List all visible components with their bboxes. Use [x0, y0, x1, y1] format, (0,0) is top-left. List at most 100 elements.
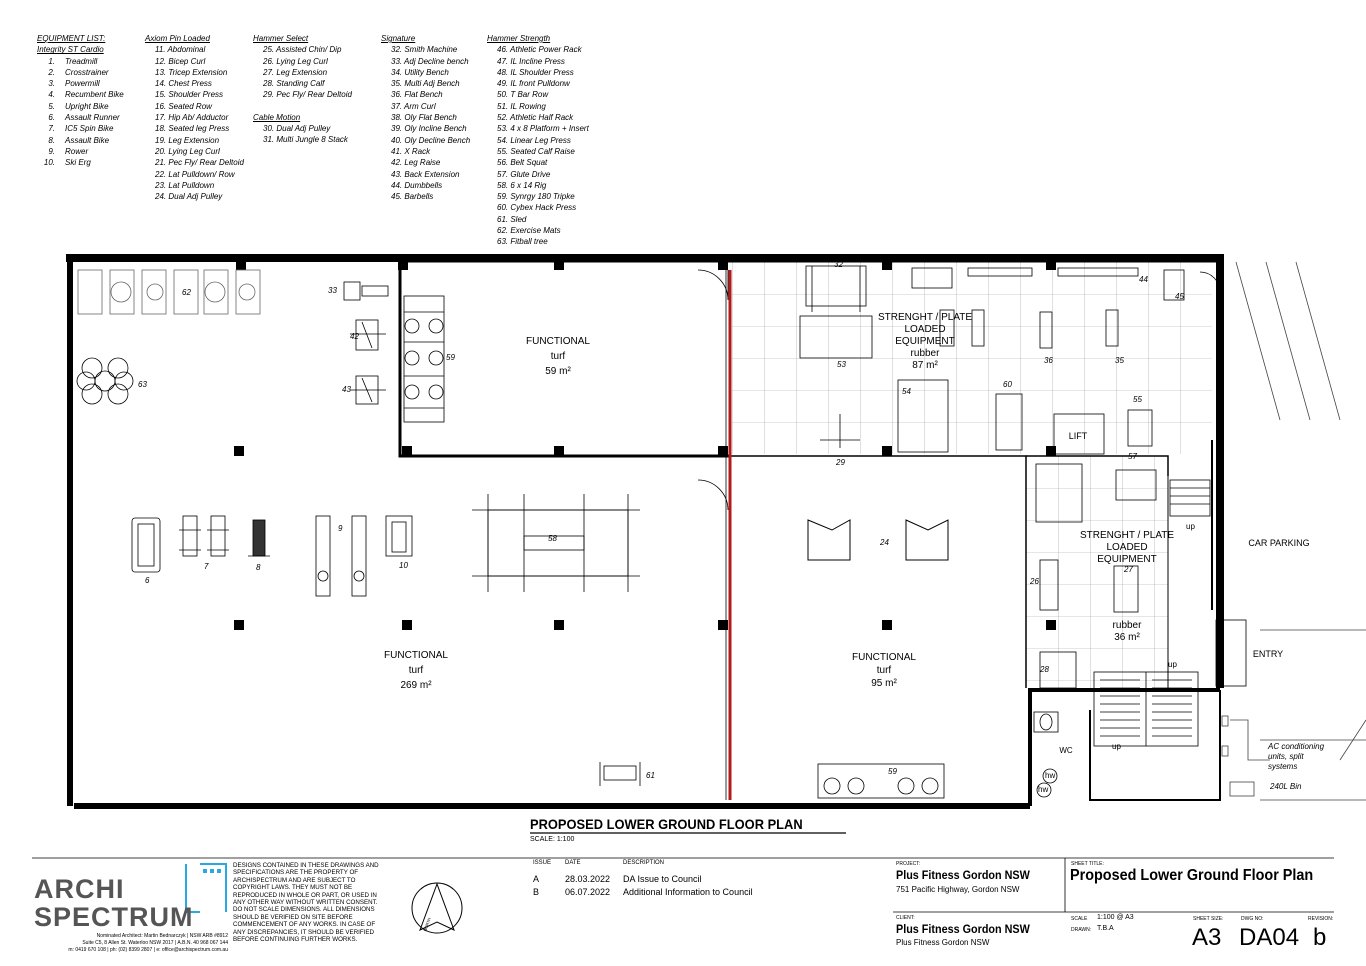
- equipment-list-item: 2.Crosstrainer: [37, 67, 124, 78]
- dwg-number: DA04: [1239, 924, 1300, 951]
- equipment-list-item: 54. Linear Leg Press: [497, 135, 571, 145]
- equipment-list-item: 10.Ski Erg: [37, 157, 124, 168]
- equipment-tag: 29: [836, 458, 845, 467]
- equipment-list-item: 4.Recumbent Bike: [37, 89, 123, 100]
- scale-label: SCALE: [1071, 916, 1088, 922]
- architect-contact: m: 0419 670 108 | ph: (02) 8399 2807 | e…: [68, 947, 228, 953]
- equipment-list-item: 40. Oly Decline Bench: [391, 135, 471, 145]
- equipment-tag: 61: [646, 771, 655, 780]
- equipment-list-item: 33. Adj Decline bench: [391, 56, 469, 66]
- equipment-list-item: 42. Leg Raise: [391, 158, 441, 168]
- equipment-tag: 32: [834, 260, 843, 269]
- strength-equipment-top: [799, 265, 1185, 455]
- equipment-list-item: 31. Multi Jungle 8 Stack: [263, 135, 348, 145]
- hw-label: hw: [1045, 771, 1056, 780]
- issue-description: DA Issue to Council: [623, 874, 702, 884]
- equipment-tag: 62: [182, 288, 191, 297]
- zone-name: EQUIPMENT: [1097, 554, 1157, 565]
- equipment-number: 6.: [48, 113, 55, 123]
- equipment-list-item: 11. Abdominal: [155, 45, 206, 55]
- ac-note-line: AC conditioning: [1268, 742, 1325, 751]
- equipment-number: 9.: [48, 146, 55, 156]
- zone-area: 87 m²: [912, 360, 938, 371]
- equipment-number: 4.: [48, 90, 55, 100]
- zone-strength-top: STRENGHT / PLATE LOADED EQUIPMENT rubber…: [870, 312, 980, 372]
- equipment-list-item: 50. T Bar Row: [497, 90, 549, 100]
- equipment-tag: 54: [902, 387, 911, 396]
- equipment-list-item: 22. Lat Pulldown/ Row: [155, 169, 235, 179]
- equipment-list-item: 21. Pec Fly/ Rear Deltoid: [155, 158, 244, 168]
- fitball-tree: [76, 357, 134, 405]
- architect-info: Nominated Architect: Martin Bednarczyk |…: [34, 933, 228, 954]
- equipment-tag: 7: [204, 562, 209, 571]
- zone-name: STRENGHT / PLATE: [877, 312, 973, 323]
- project-label: PROJECT:: [896, 861, 921, 867]
- equipment-list-item: 20. Lying Leg Curl: [155, 146, 220, 156]
- zone-name: FUNCTIONAL: [852, 652, 916, 663]
- equipment-list-item: 27. Leg Extension: [263, 67, 328, 77]
- description-col-header: DESCRIPTION: [623, 860, 665, 866]
- equipment-tag: 58: [548, 534, 557, 543]
- sheet-title: Proposed Lower Ground Floor Plan: [1070, 867, 1314, 884]
- zone-name: EQUIPMENT: [895, 336, 955, 347]
- zone-strength-right: STRENGHT / PLATE LOADED EQUIPMENT rubber…: [1072, 530, 1182, 644]
- equipment-list-item: 55. Seated Calf Raise: [497, 146, 575, 156]
- doors: [697, 269, 1221, 511]
- equipment-list-item: 19. Leg Extension: [155, 135, 220, 145]
- equipment-list-item: 23. Lat Pulldown: [155, 180, 215, 190]
- equipment-list-item: 46. Athletic Power Rack: [497, 45, 582, 55]
- equipment-tag: 6: [145, 576, 150, 585]
- equipment-list-item: 29. Pec Fly/ Rear Deltoid: [263, 90, 352, 100]
- drawn-value: T.B.A: [1097, 925, 1114, 932]
- equipment-list-item: 8.Assault Bike: [37, 135, 124, 146]
- equipment-list-item: 56. Belt Squat: [497, 158, 548, 168]
- equipment-list-item: 35. Multi Adj Bench: [391, 79, 460, 89]
- archispectrum-logo: [185, 863, 227, 913]
- project-name: Plus Fitness Gordon NSW: [896, 868, 1030, 882]
- equipment-number: 7.: [48, 124, 55, 134]
- equipment-tag: 24: [880, 538, 889, 547]
- equipment-list-item: 49. IL front Pulldonw: [497, 79, 570, 89]
- equipment-number: 8.: [48, 135, 55, 145]
- stairs: [1093, 619, 1247, 747]
- equipment-list-cardio: EQUIPMENT LIST: Integrity ST Cardio 1.Tr…: [37, 33, 124, 169]
- benches-left: [343, 281, 389, 405]
- equipment-list-item: 7.IC5 Spin Bike: [37, 123, 124, 134]
- zone-surface: rubber: [910, 348, 940, 359]
- equipment-number: 10.: [43, 158, 55, 168]
- logo-text-bottom: SPECTRUM: [34, 902, 194, 932]
- equipment-list-item: 53. 4 x 8 Platform + Insert: [497, 124, 589, 134]
- zone-area: 36 m²: [1114, 632, 1140, 643]
- stair-up-label: up: [1186, 522, 1195, 531]
- equipment-tag: 60: [1003, 380, 1012, 389]
- equipment-list-item: 28. Standing Calf: [263, 79, 325, 89]
- revision-label: REVISION:: [1308, 916, 1334, 922]
- equipment-list-item: 30. Dual Adj Pulley: [263, 124, 331, 134]
- rig-59-top: [403, 295, 445, 423]
- outer-walls: [66, 254, 1224, 809]
- ac-note-line: units, split: [1268, 752, 1304, 761]
- sheet-title-label: SHEET TITLE:: [1071, 861, 1104, 867]
- zone-functional-top: FUNCTIONAL turf 59 m²: [508, 336, 608, 378]
- cardio-equipment: [131, 515, 413, 597]
- issue-description: Additional Information to Council: [623, 887, 753, 897]
- exterior-lines: [1221, 261, 1366, 801]
- issue-date: 28.03.2022: [565, 874, 611, 884]
- equipment-list-item: 9. Rower: [37, 146, 124, 157]
- zone-name: LOADED: [904, 324, 946, 335]
- exercise-mats: [77, 269, 261, 315]
- sheet-size-label: SHEET SIZE:: [1193, 916, 1224, 922]
- issue-col-header: ISSUE: [533, 860, 552, 866]
- cable-motion-heading: Cable Motion: [253, 112, 301, 122]
- equipment-name: Rower: [65, 146, 89, 156]
- equipment-tag: 45: [1175, 292, 1184, 301]
- architect-name: Nominated Architect: Martin Bednarczyk |…: [96, 933, 228, 939]
- zone-name: FUNCTIONAL: [384, 650, 448, 661]
- equipment-list-item: 45. Barbells: [391, 192, 434, 202]
- equipment-list-item: 58. 6 x 14 Rig: [497, 180, 547, 190]
- zone-functional-mid: FUNCTIONAL turf 95 m²: [834, 652, 934, 690]
- equipment-list-item: 17. Hip Ab/ Adductor: [155, 113, 229, 123]
- sheet-size: A3: [1192, 924, 1222, 951]
